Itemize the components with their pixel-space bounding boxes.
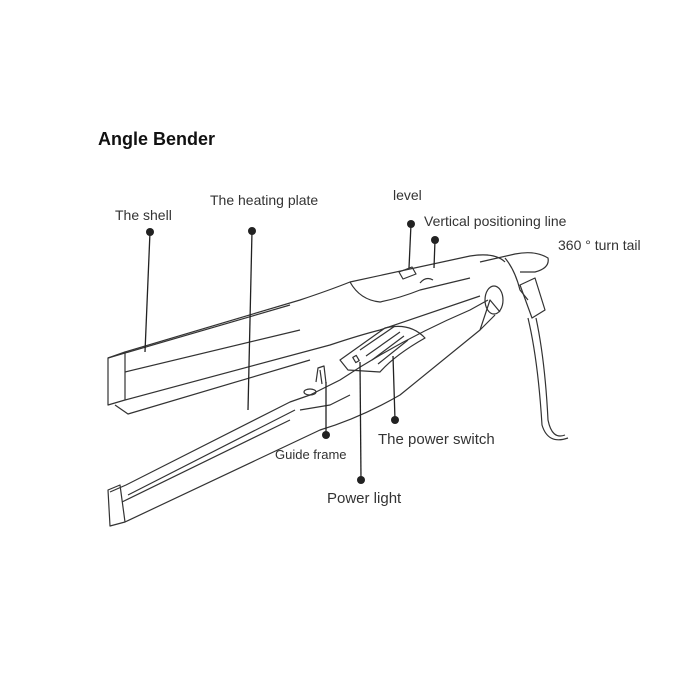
leader-dots	[146, 220, 439, 484]
label-guide-frame: Guide frame	[275, 447, 347, 462]
power-switch-panel	[339, 325, 426, 373]
turn-tail	[479, 252, 569, 441]
label-level: level	[393, 187, 422, 203]
label-turn-tail: 360 ° turn tail	[558, 237, 641, 253]
label-shell: The shell	[115, 207, 172, 223]
upper-arm	[107, 254, 506, 415]
diagram-title: Angle Bender	[98, 129, 216, 149]
label-vertical-positioning-line: Vertical positioning line	[424, 213, 567, 229]
label-heating-plate: The heating plate	[210, 192, 319, 208]
leader-lines	[144, 223, 436, 481]
level-bubble	[398, 266, 434, 284]
label-power-switch: The power switch	[378, 431, 495, 448]
label-power-light: Power light	[327, 490, 402, 507]
lower-arm	[107, 299, 501, 527]
guide-frame	[303, 365, 327, 396]
